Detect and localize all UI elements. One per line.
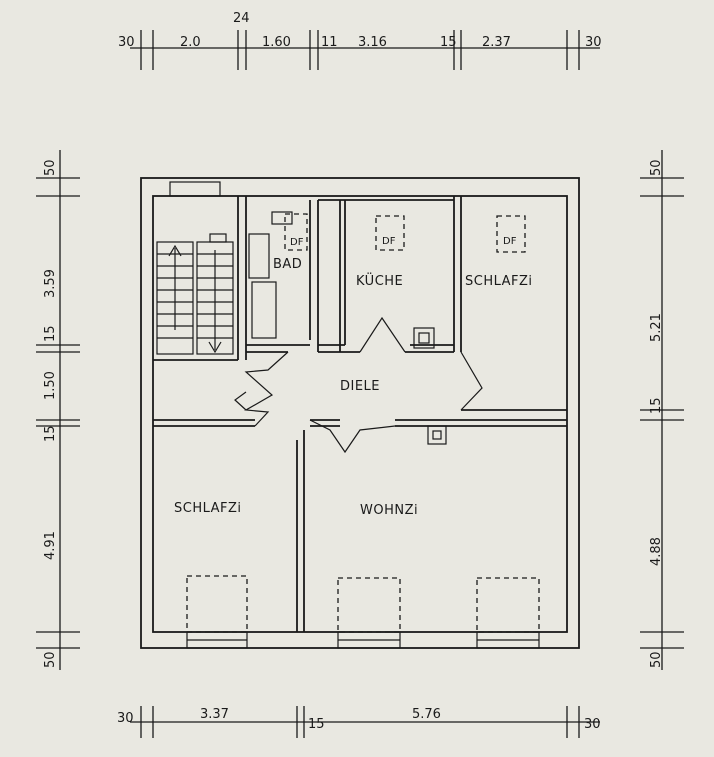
skylight-schlafzi — [496, 215, 526, 253]
interior-walls — [153, 181, 567, 632]
dim-right-wall-1: 15 — [649, 397, 664, 414]
skylight-schlafzi-label: DF — [503, 236, 517, 247]
room-label-diele: DIELE — [340, 379, 380, 394]
dimension-top: 30 2.0 24 1.60 11 3.16 15 2.37 30 — [118, 11, 602, 70]
skylight-kueche-label: DF — [382, 236, 396, 247]
room-label-bad: BAD — [273, 257, 302, 272]
room-label-schlafzi-top: SCHLAFZi — [465, 274, 533, 289]
chimney-living — [427, 425, 447, 445]
dim-bottom-wall-1: 15 — [308, 717, 325, 732]
room-labels: BAD KÜCHE SCHLAFZi DIELE SCHLAFZi WOHNZi — [174, 257, 533, 518]
dim-right-end-bottom: 50 — [649, 651, 664, 668]
skylight-kueche — [375, 215, 405, 251]
dim-left-end-top: 50 — [43, 159, 58, 176]
dim-top-seg-1: 2.0 — [180, 35, 201, 50]
skylight-bad-label: DF — [290, 237, 304, 248]
dim-bottom-end-left: 30 — [117, 711, 134, 726]
dimension-right: 50 5.21 15 4.88 50 — [640, 150, 684, 670]
dim-right-seg-1: 5.21 — [649, 313, 664, 342]
skylights: DF DF DF — [284, 213, 526, 253]
dimension-left: 50 3.59 15 1.50 15 4.91 50 — [36, 150, 80, 670]
chimney-block — [169, 181, 221, 197]
room-label-kueche: KÜCHE — [356, 272, 403, 289]
chimneys — [413, 327, 447, 445]
dim-left-seg-3: 4.91 — [43, 531, 58, 560]
dim-left-end-bottom: 50 — [43, 651, 58, 668]
dim-right-end-top: 50 — [649, 159, 664, 176]
dimension-bottom: 30 3.37 15 5.76 30 — [117, 706, 601, 738]
dim-left-seg-2: 1.50 — [43, 371, 58, 400]
dim-left-wall-2: 15 — [43, 425, 58, 442]
door-swings — [234, 316, 483, 454]
room-label-schlafzi-bottom: SCHLAFZi — [174, 501, 242, 516]
dim-top-wall-2: 11 — [321, 35, 338, 50]
skylight-bad — [284, 213, 308, 251]
dim-bottom-end-right: 30 — [584, 717, 601, 732]
dim-top-wall-1: 24 — [233, 11, 250, 26]
dim-left-seg-1: 3.59 — [43, 269, 58, 298]
dim-top-seg-4: 2.37 — [482, 35, 511, 50]
chimney-kitchen — [413, 327, 435, 349]
room-label-wohnzi: WOHNZi — [360, 503, 418, 518]
dim-top-end-left: 30 — [118, 35, 135, 50]
bottom-windows — [186, 575, 540, 649]
bath-fixtures — [248, 211, 293, 339]
dim-top-seg-3: 3.16 — [358, 35, 387, 50]
dim-bottom-seg-2: 5.76 — [412, 707, 441, 722]
staircase — [156, 233, 234, 355]
dim-bottom-seg-1: 3.37 — [200, 707, 229, 722]
dim-right-seg-2: 4.88 — [649, 537, 664, 566]
dim-top-wall-3: 15 — [440, 35, 457, 50]
dim-top-end-right: 30 — [585, 35, 602, 50]
dim-left-wall-1: 15 — [43, 325, 58, 342]
dim-top-seg-2: 1.60 — [262, 35, 291, 50]
